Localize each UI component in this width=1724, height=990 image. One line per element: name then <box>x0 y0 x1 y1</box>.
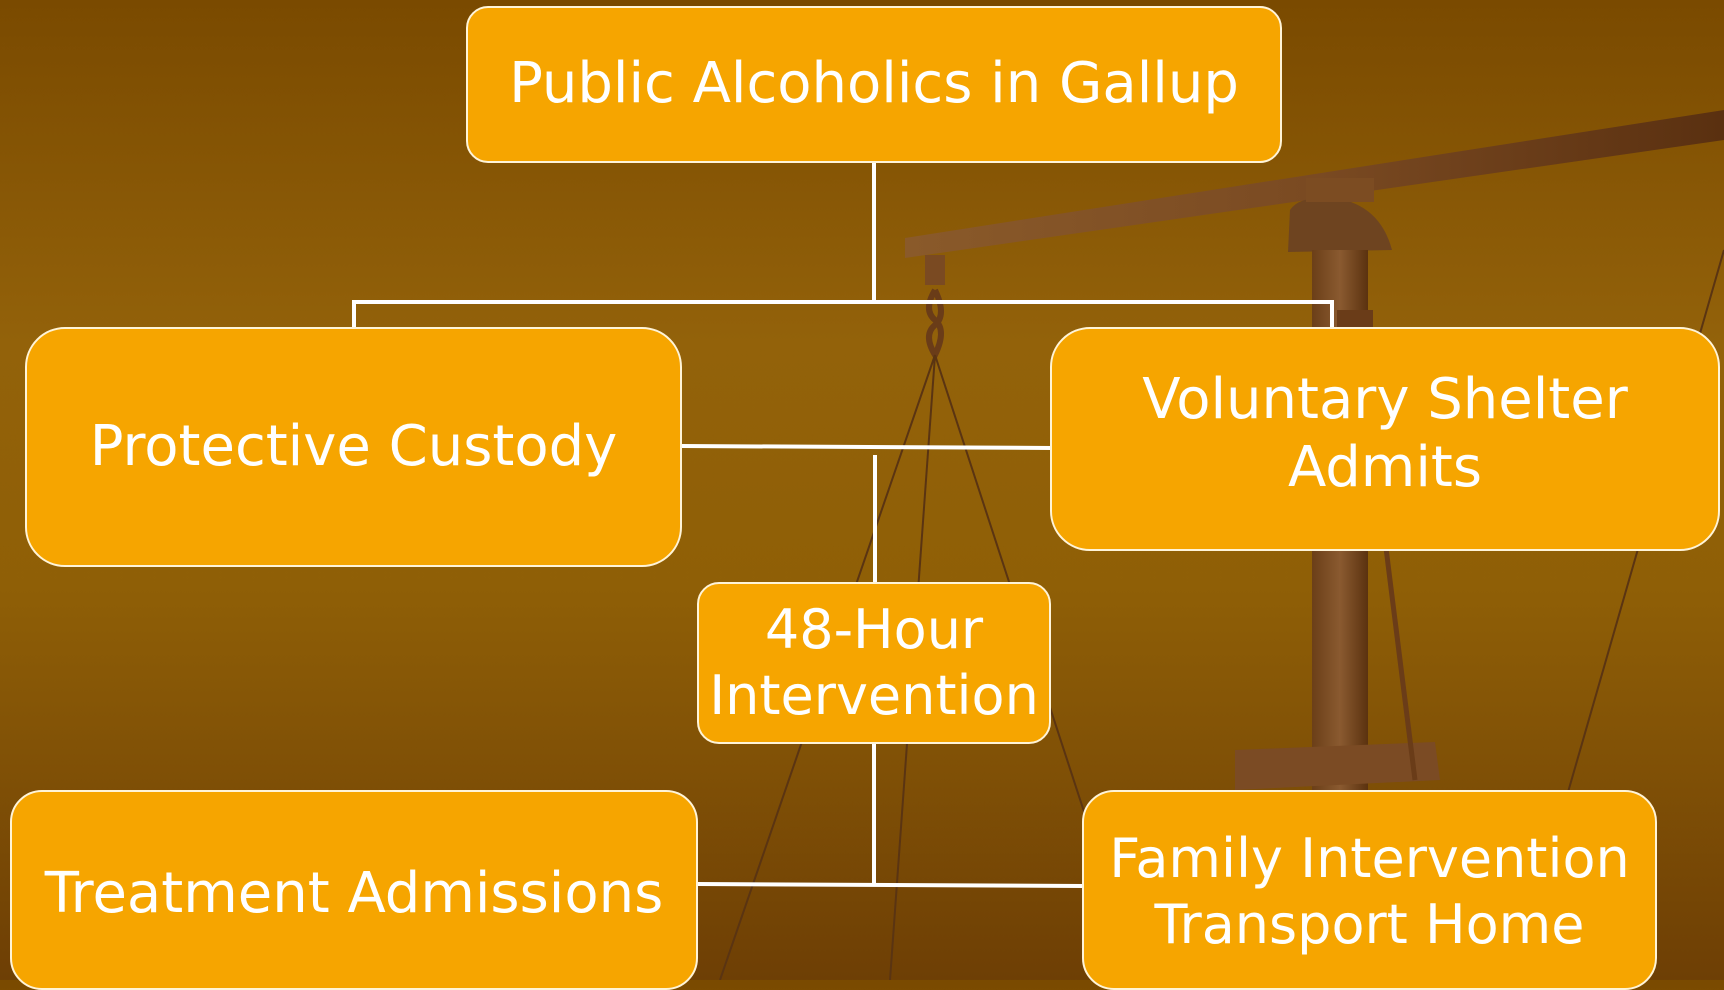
treatment-admissions-node: Treatment Admissions <box>10 790 698 990</box>
protective-custody-label: Protective Custody <box>89 413 618 479</box>
root-node: Public Alcoholics in Gallup <box>466 6 1282 163</box>
treatment-admissions-label: Treatment Admissions <box>44 861 664 926</box>
protective-custody-node: Protective Custody <box>25 327 682 567</box>
voluntary-shelter-node: Voluntary Shelter Admits <box>1050 327 1720 551</box>
intervention-node: 48-Hour Intervention <box>697 582 1051 744</box>
intervention-label: 48-Hour Intervention <box>709 598 1039 727</box>
voluntary-shelter-label: Voluntary Shelter Admits <box>1142 366 1628 500</box>
family-intervention-node: Family Intervention Transport Home <box>1082 790 1657 990</box>
root-node-label: Public Alcoholics in Gallup <box>509 51 1239 117</box>
family-intervention-label: Family Intervention Transport Home <box>1109 827 1630 956</box>
